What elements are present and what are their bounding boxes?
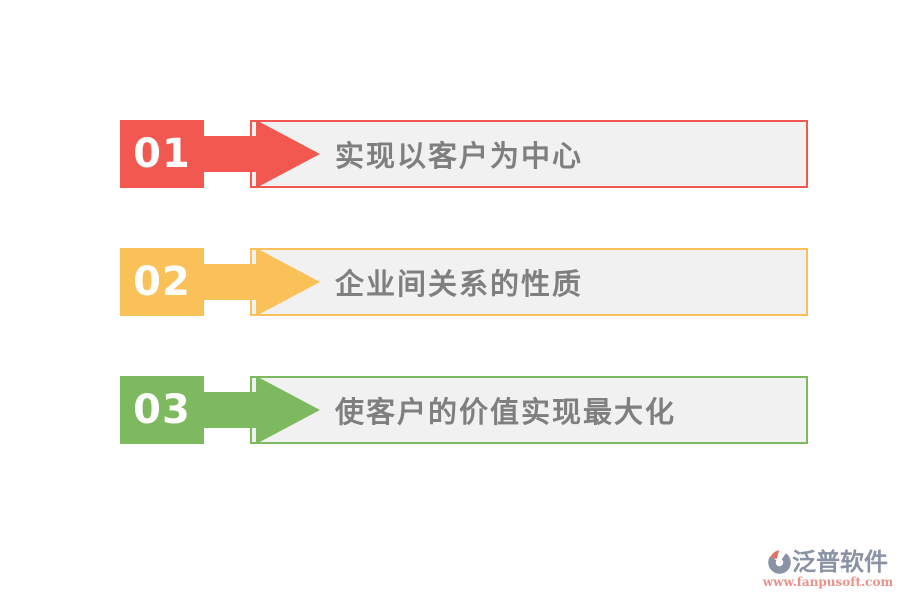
step-row: 使客户的价值实现最大化 03	[120, 376, 808, 444]
step-number-block: 02	[120, 248, 204, 316]
brand-url: www.fanpusoft.com	[762, 575, 894, 589]
step-label: 企业间关系的性质	[335, 267, 584, 301]
step-label-bar: 实现以客户为中心	[250, 120, 808, 188]
arrow-right-icon	[202, 392, 258, 428]
brand-name: 泛普软件	[792, 546, 888, 576]
step-label-bar: 使客户的价值实现最大化	[250, 376, 808, 444]
step-label: 实现以客户为中心	[335, 139, 584, 173]
fanpu-logo-icon	[768, 550, 791, 574]
step-number-label: 03	[133, 387, 191, 433]
step-number-block: 03	[120, 376, 204, 444]
arrow-right-icon	[202, 136, 258, 172]
step-number-label: 02	[133, 259, 191, 305]
brand-watermark: 泛普软件 www.fanpusoft.com	[762, 548, 894, 588]
step-label: 使客户的价值实现最大化	[335, 395, 677, 429]
arrow-right-icon	[256, 376, 320, 444]
step-number-label: 01	[133, 131, 191, 177]
step-label-bar: 企业间关系的性质	[250, 248, 808, 316]
step-row: 企业间关系的性质 02	[120, 248, 808, 316]
step-row: 实现以客户为中心 01	[120, 120, 808, 188]
arrow-right-icon	[202, 264, 258, 300]
arrow-right-icon	[256, 120, 320, 188]
step-number-block: 01	[120, 120, 204, 188]
arrow-right-icon	[256, 248, 320, 316]
brand-watermark-top: 泛普软件	[762, 548, 894, 575]
